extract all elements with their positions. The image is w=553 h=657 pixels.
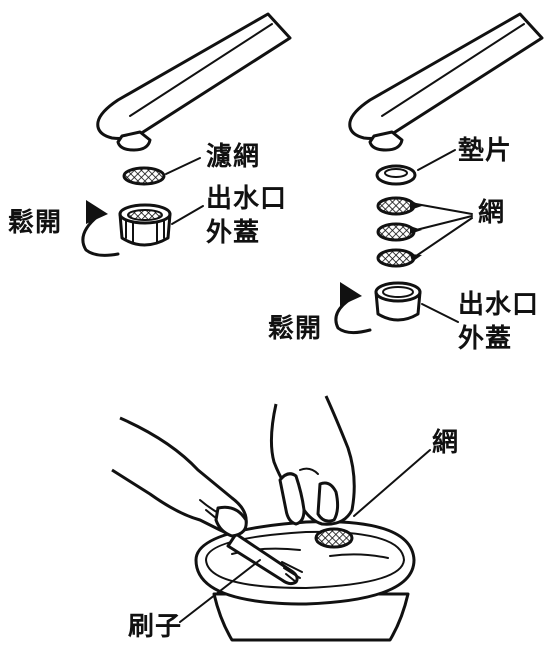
label-filter-screen: 濾網 — [206, 142, 261, 172]
label-gasket: 墊片 — [458, 136, 513, 166]
right-cap-leader — [421, 303, 459, 323]
left-filter-screen — [122, 166, 166, 186]
right-mesh-leaders — [410, 200, 473, 262]
left-hand-with-brush — [111, 416, 303, 586]
right-loosen-arrow — [334, 282, 372, 335]
right-hand-holding-mesh — [269, 395, 356, 526]
bottom-mesh-leader — [353, 449, 431, 517]
label-left-loosen: 鬆開 — [8, 208, 63, 238]
left-aerator-cap — [118, 203, 172, 247]
left-faucet-spout — [96, 12, 292, 152]
water-basin — [194, 520, 416, 642]
label-right-cap-line1: 出水口 — [458, 290, 540, 320]
bottom-mesh-disc — [314, 527, 354, 549]
label-left-cap-line1: 出水口 — [206, 184, 288, 214]
brush-leader — [179, 559, 261, 623]
label-right-cap-line2: 外蓋 — [458, 324, 513, 354]
right-mesh-discs — [376, 196, 416, 268]
right-aerator-cap — [374, 281, 422, 322]
left-loosen-arrow — [81, 200, 120, 257]
left-cap-leader — [171, 205, 204, 225]
label-bottom-mesh: 網 — [432, 428, 460, 458]
label-left-cap-line2: 外蓋 — [206, 218, 261, 248]
label-right-mesh: 網 — [478, 198, 506, 228]
right-faucet-spout — [348, 12, 544, 152]
right-gasket-leader — [417, 149, 456, 171]
label-right-loosen: 鬆開 — [268, 314, 323, 344]
left-filter-leader — [165, 157, 201, 175]
label-brush: 刷子 — [128, 612, 183, 642]
right-gasket — [375, 164, 417, 186]
